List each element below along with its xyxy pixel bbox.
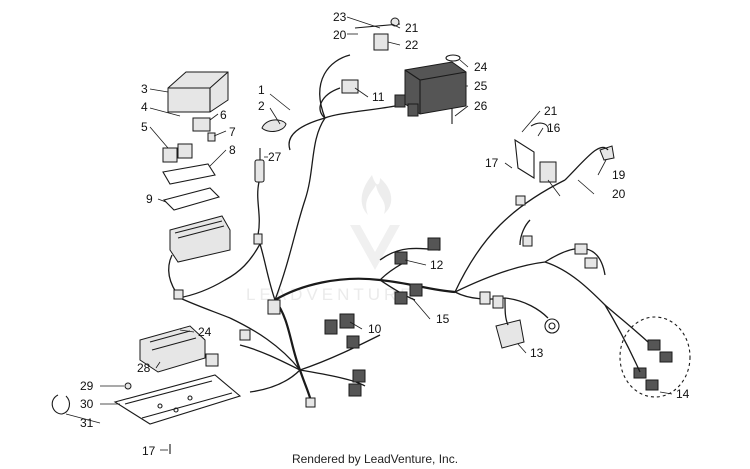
callout-label: 14 bbox=[676, 387, 690, 401]
washer-24-top bbox=[445, 54, 461, 62]
harness-clip-2 bbox=[261, 119, 287, 132]
callout-label: 25 bbox=[474, 79, 488, 93]
callout-label: 4 bbox=[141, 100, 148, 114]
harness-connectors bbox=[173, 94, 598, 408]
watermark-v-icon bbox=[350, 225, 400, 270]
callout-label: 17 bbox=[485, 156, 499, 170]
watermark-flame-icon bbox=[361, 175, 392, 215]
callout-label: 29 bbox=[80, 379, 94, 393]
switch-13 bbox=[495, 318, 560, 349]
callout-label: 9 bbox=[146, 192, 153, 206]
callout-label: 16 bbox=[547, 121, 561, 135]
callout-label: 10 bbox=[368, 322, 382, 336]
callout-label: 15 bbox=[436, 312, 450, 326]
callout-label: 31 bbox=[80, 416, 94, 430]
ecu-module-28 bbox=[139, 325, 206, 373]
footer-credit: Rendered by LeadVenture, Inc. bbox=[291, 452, 459, 466]
callout-label: 30 bbox=[80, 397, 94, 411]
callout-label: 27 bbox=[268, 150, 282, 164]
connector-11 bbox=[341, 79, 359, 94]
callout-label: 2 bbox=[258, 99, 265, 113]
relays-4-5 bbox=[162, 143, 193, 163]
relay-6 bbox=[192, 117, 211, 132]
watermark-text: LEADVENTURE bbox=[246, 285, 416, 304]
callout-label: 21 bbox=[405, 21, 419, 35]
callout-label: 22 bbox=[405, 38, 419, 52]
callout-label: 13 bbox=[530, 346, 544, 360]
leader-lines bbox=[65, 16, 673, 451]
callout-label: 5 bbox=[141, 120, 148, 134]
callout-label: 6 bbox=[220, 108, 227, 122]
main-harness bbox=[168, 54, 649, 406]
callout-label: 26 bbox=[474, 99, 488, 113]
callout-label: 19 bbox=[612, 168, 626, 182]
sensor-27 bbox=[253, 148, 265, 245]
callout-label: 17 bbox=[142, 444, 156, 458]
callout-label: 1 bbox=[258, 83, 265, 97]
callout-label: 24 bbox=[474, 60, 488, 74]
fuse-box-cover bbox=[167, 71, 229, 113]
callout-label: 3 bbox=[141, 82, 148, 96]
fuse-strip-8 bbox=[162, 163, 216, 185]
callout-label: 21 bbox=[544, 104, 558, 118]
ecu-tray-30 bbox=[113, 374, 242, 425]
watermark: LEADVENTURE bbox=[246, 175, 416, 304]
callout-labels: 1 2 3 4 5 6 7 8 9 10 11 12 13 14 15 16 1… bbox=[80, 10, 690, 458]
callout-label: 23 bbox=[333, 10, 347, 24]
callout-label: 24 bbox=[198, 325, 212, 339]
switch-19 bbox=[599, 145, 615, 161]
switch-bracket-16 bbox=[514, 122, 557, 183]
callout-label: 12 bbox=[430, 258, 444, 272]
callout-label: 7 bbox=[229, 125, 236, 139]
strap-31 bbox=[51, 394, 71, 415]
callout-label: 8 bbox=[229, 143, 236, 157]
callout-label: 20 bbox=[333, 28, 347, 42]
fuse-box-gasket bbox=[162, 187, 221, 211]
bracket-22 bbox=[354, 17, 401, 51]
callout-label: 28 bbox=[137, 361, 151, 375]
callout-label: 11 bbox=[372, 90, 385, 104]
fuse-7 bbox=[207, 132, 216, 142]
fuse-block-base bbox=[169, 215, 231, 263]
connector-group-14 bbox=[619, 316, 691, 398]
callout-label: 20 bbox=[612, 187, 626, 201]
nut-29 bbox=[124, 382, 132, 390]
